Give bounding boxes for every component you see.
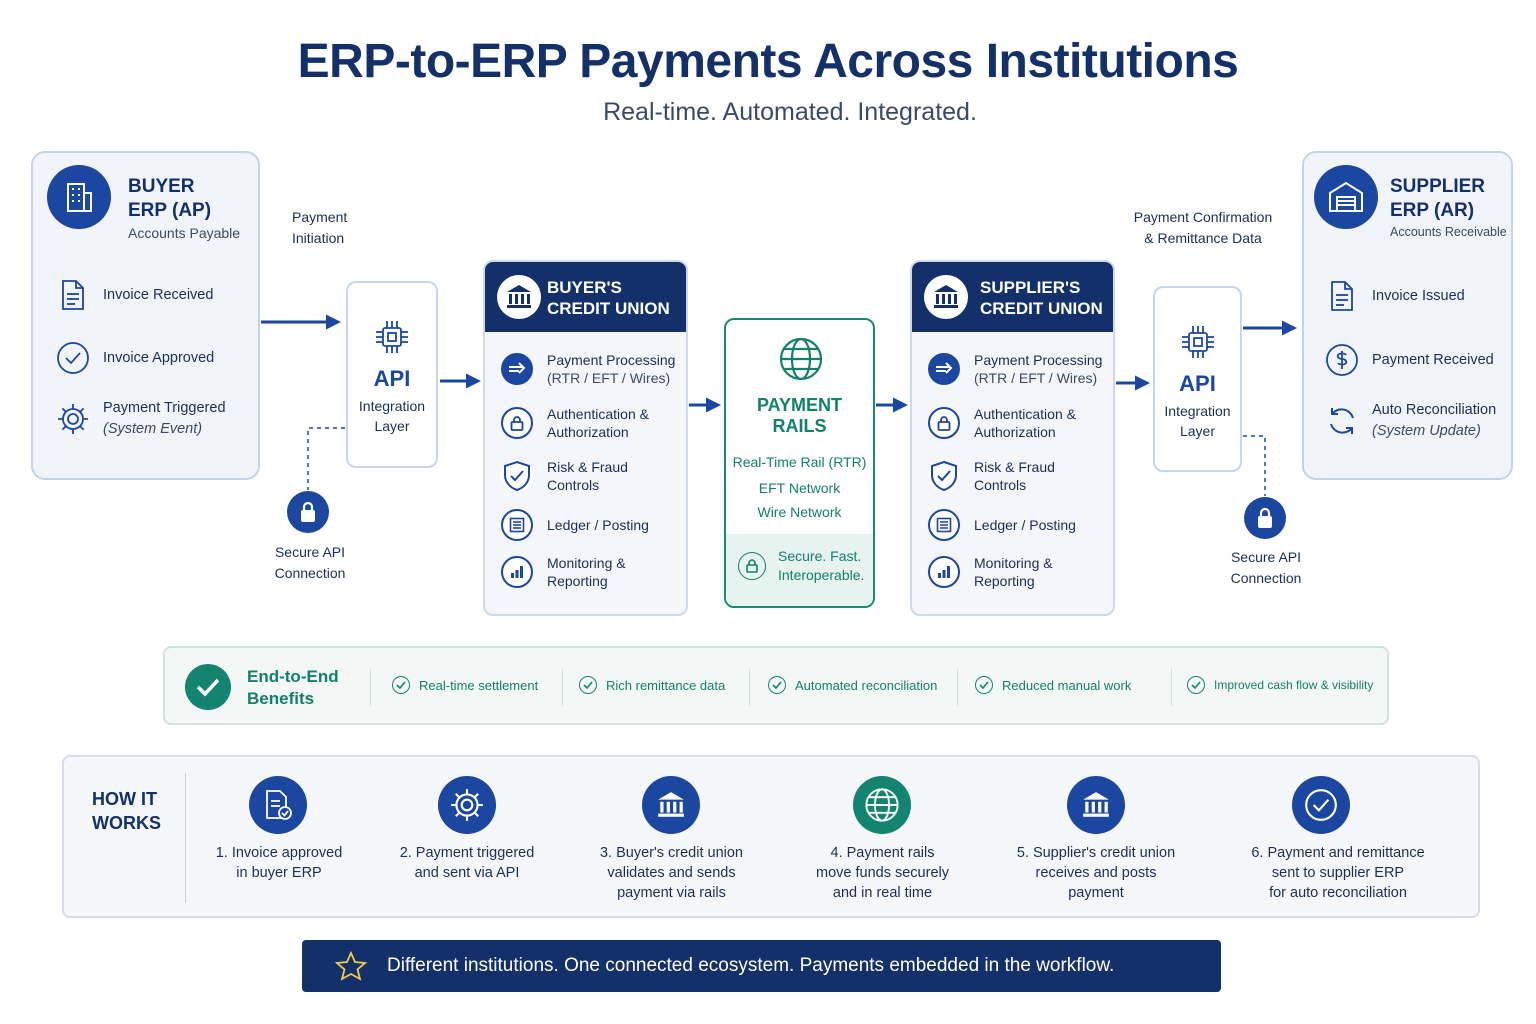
check-icon: [185, 664, 231, 710]
list-item: Invoice Approved: [55, 340, 214, 376]
list-item: Payment Triggered (System Event): [55, 398, 226, 440]
list-item: Invoice Issued: [1324, 278, 1465, 314]
lock-icon: [501, 407, 533, 439]
lock-icon: [928, 407, 960, 439]
ledger-icon: [501, 509, 533, 541]
list-item: Monitoring &Reporting: [501, 554, 626, 590]
lock-icon: [287, 491, 329, 533]
benefit-item: Improved cash flow & visibility: [1187, 676, 1373, 694]
gear-icon: [438, 776, 496, 834]
globe-icon: [778, 336, 824, 387]
bar-chart-icon: [928, 556, 960, 588]
globe-icon: [853, 776, 911, 834]
list-item: Authentication &Authorization: [501, 405, 649, 441]
benefit-item: Real-time settlement: [392, 676, 538, 694]
list-item: Payment Processing(RTR / EFT / Wires): [928, 351, 1102, 387]
rail-wire: Wire Network: [757, 504, 842, 520]
bank-icon: [924, 275, 968, 319]
arrow-right-icon: [928, 353, 960, 385]
list-item: Invoice Received: [55, 277, 213, 313]
api-integration-layer-right: API Integration Layer: [1153, 286, 1242, 472]
rails-footer: Secure. Fast.Interoperable.: [726, 534, 873, 606]
list-item: Payment Received: [1324, 342, 1494, 378]
benefit-item: Rich remittance data: [579, 676, 725, 694]
arrow-right-icon: [501, 353, 533, 385]
lock-icon: [738, 552, 766, 580]
check-circle-icon: [55, 340, 91, 376]
dollar-icon: [1324, 342, 1360, 378]
payment-confirmation-label: Payment Confirmation& Remittance Data: [1133, 209, 1273, 246]
api-integration-layer-left: API Integration Layer: [346, 281, 438, 468]
check-circle-icon: [975, 676, 993, 694]
bottom-banner: Different institutions. One connected ec…: [302, 940, 1221, 992]
lock-icon: [1244, 497, 1286, 539]
shield-icon: [928, 460, 960, 492]
check-circle-icon: [392, 676, 410, 694]
ledger-icon: [928, 509, 960, 541]
bar-chart-icon: [501, 556, 533, 588]
chip-icon: [1155, 322, 1240, 367]
document-icon: [55, 277, 91, 313]
page-subtitle: Real-time. Automated. Integrated.: [603, 98, 977, 126]
rail-eft: EFT Network: [758, 480, 841, 496]
list-item: Auto Reconciliation (System Update): [1324, 400, 1496, 442]
list-item: Authentication &Authorization: [928, 405, 1076, 441]
document-icon: [1324, 278, 1360, 314]
bank-icon: [642, 776, 700, 834]
benefit-item: Automated reconciliation: [768, 676, 937, 694]
building-icon: [47, 165, 111, 229]
supplier-erp-subtitle: Accounts Receivable: [1390, 225, 1507, 239]
page-title: ERP-to-ERP Payments Across Institutions: [297, 35, 1239, 88]
chip-icon: [348, 317, 436, 362]
buyer-erp-subtitle: Accounts Payable: [128, 225, 241, 241]
benefit-item: Reduced manual work: [975, 676, 1131, 694]
gear-icon: [55, 401, 91, 437]
dashed-secure-left: [307, 427, 345, 490]
shield-icon: [501, 460, 533, 492]
rail-rtr: Real-Time Rail (RTR): [732, 454, 867, 470]
invoice-check-icon: [249, 776, 307, 834]
list-item: Ledger / Posting: [501, 509, 649, 541]
check-circle-icon: [579, 676, 597, 694]
list-item: Payment Processing(RTR / EFT / Wires): [501, 351, 675, 387]
check-circle-icon: [1187, 676, 1205, 694]
bank-icon: [497, 275, 541, 319]
sync-icon: [1324, 403, 1360, 439]
dashed-secure-right: [1243, 435, 1266, 496]
star-icon: [334, 950, 368, 986]
bank-icon: [1067, 776, 1125, 834]
check-circle-icon: [768, 676, 786, 694]
warehouse-icon: [1314, 165, 1378, 229]
check-circle-icon: [1292, 776, 1350, 834]
list-item: Ledger / Posting: [928, 509, 1076, 541]
list-item: Monitoring &Reporting: [928, 554, 1053, 590]
